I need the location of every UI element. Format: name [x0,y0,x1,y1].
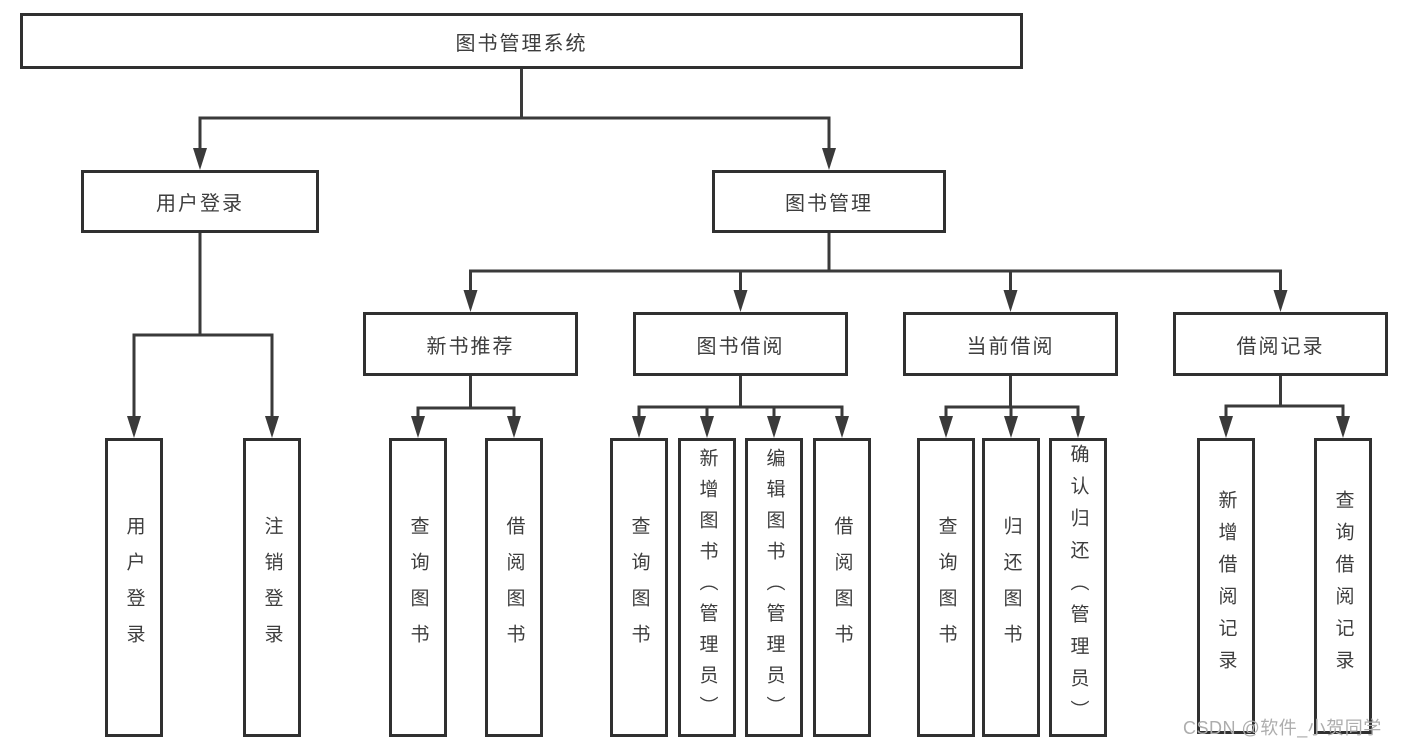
node-label: 借阅记录 [1236,335,1325,358]
node-label: 编辑图书（管理员） [763,448,785,727]
node-book-management: 图书管理 [712,170,946,233]
leaf-query-books-borrowing: 查询图书 [610,438,668,737]
connectors-new-book-recommend [411,376,521,438]
node-label: 查询图书 [628,515,650,660]
arrowhead [1004,416,1018,438]
node-label: 用户登录 [156,193,244,215]
arrowhead [733,290,748,312]
leaf-query-borrow-record: 查询借阅记录 [1314,438,1372,734]
arrowhead [1273,290,1288,312]
leaf-add-borrow-record: 新增借阅记录 [1197,438,1255,734]
arrowhead [507,416,521,438]
node-label: 新书推荐 [426,335,515,358]
node-label: 图书管理系统 [455,32,588,55]
leaf-logout: 注销登录 [243,438,301,737]
leaf-user-login: 用户登录 [105,438,163,737]
leaf-borrow-books-borrowing: 借阅图书 [813,438,871,737]
node-user-login: 用户登录 [81,170,319,233]
node-borrowing-records: 借阅记录 [1173,312,1388,376]
arrowhead [822,148,836,170]
arrowhead [1003,290,1018,312]
leaf-return-books: 归还图书 [982,438,1040,737]
node-label: 查询图书 [407,515,429,660]
arrowhead [193,148,207,170]
node-label: 借阅图书 [503,515,525,660]
arrowhead [1336,416,1350,438]
node-label: 图书借阅 [696,335,785,358]
node-label: 借阅图书 [831,515,853,660]
arrowhead [632,416,646,438]
node-label: 查询借阅记录 [1332,490,1354,682]
connectors-current-borrowing [939,376,1085,438]
arrowhead [463,290,478,312]
arrowhead [1071,416,1085,438]
leaf-query-books-recommend: 查询图书 [389,438,447,737]
node-label: 归还图书 [1000,515,1022,660]
arrowhead [939,416,953,438]
arrowhead [1219,416,1233,438]
connectors-root-to-level2 [193,69,836,170]
leaf-borrow-books-recommend: 借阅图书 [485,438,543,737]
node-label: 用户登录 [123,515,145,660]
leaf-confirm-return-admin: 确认归还（管理员） [1049,438,1107,737]
arrowhead [411,416,425,438]
node-current-borrowing: 当前借阅 [903,312,1118,376]
arrowhead [265,416,279,438]
arrowhead [127,416,141,438]
watermark-text: CSDN @软件_小贺同学 [1183,718,1382,738]
node-label: 图书管理 [785,193,873,215]
node-new-book-recommend: 新书推荐 [363,312,578,376]
connectors-book-management [463,233,1288,312]
arrowhead [835,416,849,438]
connectors-user-login [127,233,279,438]
arrowhead [700,416,714,438]
leaf-add-books-admin: 新增图书（管理员） [678,438,736,737]
node-root: 图书管理系统 [20,13,1023,69]
node-label: 新增借阅记录 [1215,490,1237,682]
connectors-book-borrowing [632,376,849,438]
leaf-query-books-current: 查询图书 [917,438,975,737]
arrowhead [767,416,781,438]
node-label: 确认归还（管理员） [1067,443,1089,732]
connectors-borrowing-records [1219,376,1350,438]
node-label: 新增图书（管理员） [696,448,718,727]
leaf-edit-books-admin: 编辑图书（管理员） [745,438,803,737]
node-label: 当前借阅 [966,335,1055,358]
node-label: 查询图书 [935,515,957,660]
node-book-borrowing: 图书借阅 [633,312,848,376]
node-label: 注销登录 [261,515,283,660]
